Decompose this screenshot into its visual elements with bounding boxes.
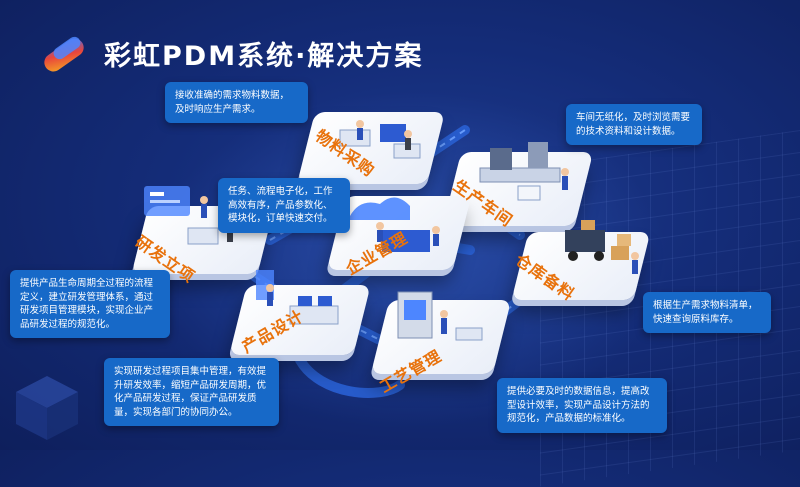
callout-design: 实现研发过程项目集中管理，有效提升研发效率，缩短产品研发周期，优化产品研发过程，… bbox=[104, 358, 279, 426]
warehouse-forklift-scene bbox=[565, 220, 639, 274]
decorative-cube-icon bbox=[16, 376, 78, 440]
procurement-office-scene bbox=[339, 120, 421, 159]
callout-process: 提供必要及时的数据信息，提高改型设计效率，实现产品设计方法的规范化，产品数据的标… bbox=[497, 378, 667, 433]
rnd-dashboard-scene bbox=[144, 186, 234, 245]
machine-operator-scene bbox=[397, 291, 483, 341]
callout-warehouse: 根据生产需求物料清单，快速查询原料库存。 bbox=[643, 292, 771, 333]
meeting-scene bbox=[350, 197, 440, 252]
callout-enterprise: 任务、流程电子化，工作高效有序，产品参数化、模块化，订单快速交付。 bbox=[218, 178, 350, 233]
page-title: 彩虹PDM系统·解决方案 bbox=[104, 41, 424, 72]
callout-rnd: 提供产品生命周期全过程的流程定义，建立研发管理体系，通过研发项目管理模块，实现企… bbox=[10, 270, 170, 338]
production-line-scene bbox=[479, 142, 569, 201]
logo-icon bbox=[44, 36, 84, 72]
design-desk-scene bbox=[256, 270, 339, 325]
callout-production: 车间无纸化，及时浏览需要的技术资料和设计数据。 bbox=[566, 104, 702, 145]
callout-procurement: 接收准确的需求物料数据，及时响应生产需求。 bbox=[165, 82, 308, 123]
